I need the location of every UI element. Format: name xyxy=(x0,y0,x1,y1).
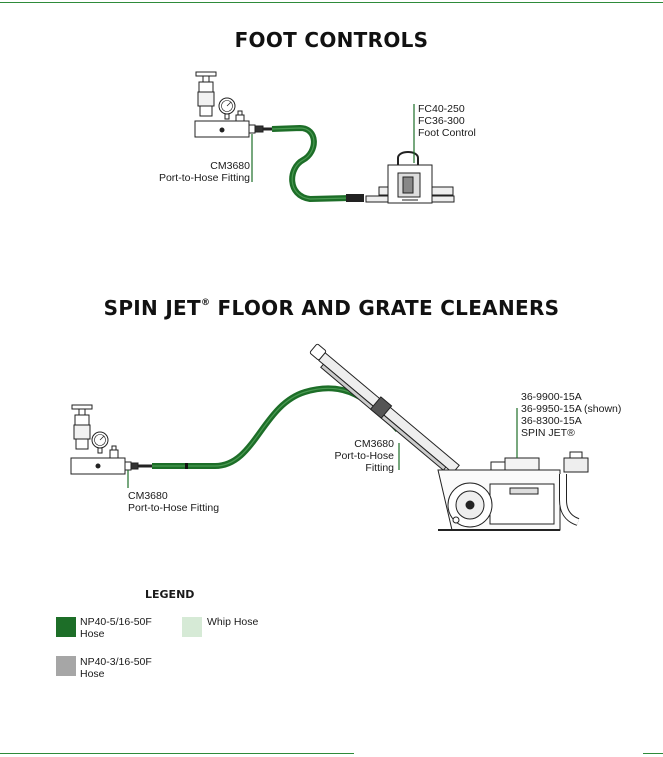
spinjet-machine xyxy=(309,343,589,531)
legend-swatch-whip-hose xyxy=(182,617,202,637)
spinjet-pump-unit xyxy=(70,404,139,475)
sj-device-label: 36-9900-15A 36-9950-15A (shown) 36-8300-… xyxy=(521,391,622,439)
legend-label-green-hose: NP40-5/16-50F Hose xyxy=(80,616,152,640)
legend-swatch-gray-hose xyxy=(56,656,76,676)
top-rule xyxy=(0,2,663,3)
foot-pump-unit xyxy=(194,71,264,138)
legend-label-whip-hose: Whip Hose xyxy=(207,616,259,628)
sj-fitting-left-label: CM3680 Port-to-Hose Fitting xyxy=(128,490,220,514)
bottom-rule-right xyxy=(643,753,663,754)
foot-control-hose xyxy=(263,125,364,202)
legend-title: LEGEND xyxy=(145,588,195,601)
sj-fitting-mid-label: CM3680 Port-to-Hose Fitting xyxy=(334,438,394,474)
fc-device-label: FC40-250 FC36-300 Foot Control xyxy=(418,103,476,139)
spinjet-title: SPIN JET® FLOOR AND GRATE CLEANERS xyxy=(103,296,560,320)
foot-control-device xyxy=(365,151,455,204)
foot-controls-title: FOOT CONTROLS xyxy=(234,28,429,52)
legend-label-gray-hose: NP40-3/16-50F Hose xyxy=(80,656,152,680)
bottom-rule-left xyxy=(0,753,354,754)
legend-swatch-green-hose xyxy=(56,617,76,637)
fc-fitting-label: CM3680 Port-to-Hose Fitting xyxy=(158,160,250,184)
